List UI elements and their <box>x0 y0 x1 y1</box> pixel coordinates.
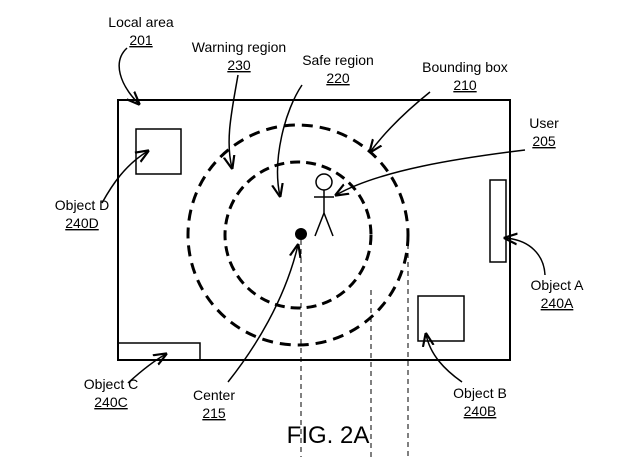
center-leader <box>227 245 298 383</box>
center-label: Center <box>193 387 235 403</box>
object-c-leader <box>127 354 166 384</box>
figure-caption: FIG. 2A <box>287 422 370 449</box>
bounding-box-label: Bounding box <box>422 59 508 75</box>
warning-region-ref: 230 <box>227 57 251 73</box>
object-d-label: Object D <box>55 197 109 213</box>
center-ref: 215 <box>202 405 226 421</box>
bounding-box-leader <box>370 91 431 152</box>
local-area-ref: 201 <box>129 32 153 48</box>
object-d-ref: 240D <box>65 215 98 231</box>
center-dot <box>295 228 307 240</box>
local-area-leader <box>118 47 139 104</box>
user-ref: 205 <box>532 133 556 149</box>
user-stick-figure <box>314 173 334 237</box>
object-a-leader <box>505 238 546 276</box>
safe-region-label: Safe region <box>302 52 374 68</box>
object-b-leader <box>426 334 463 383</box>
object-c-label: Object C <box>84 376 138 392</box>
user-leader <box>336 149 526 195</box>
warning-region-label: Warning region <box>192 39 286 55</box>
object-a-ref: 240A <box>541 295 574 311</box>
user-label: User <box>529 115 559 131</box>
object-d-leader <box>101 151 148 204</box>
object-b-shape <box>417 295 465 342</box>
safe-region-leader <box>278 84 303 196</box>
local-area-label: Local area <box>108 14 174 30</box>
local-area-rect <box>117 99 511 361</box>
bounding-box-ref: 210 <box>453 77 477 93</box>
object-b-ref: 240B <box>464 403 497 419</box>
safe-region-circle <box>223 160 373 310</box>
object-d-shape <box>135 128 182 175</box>
object-a-shape <box>489 179 507 263</box>
object-c-ref: 240C <box>94 394 127 410</box>
warning-region-leader <box>229 74 239 168</box>
object-b-label: Object B <box>453 385 507 401</box>
object-a-label: Object A <box>531 277 585 293</box>
safe-region-ref: 220 <box>326 70 350 86</box>
